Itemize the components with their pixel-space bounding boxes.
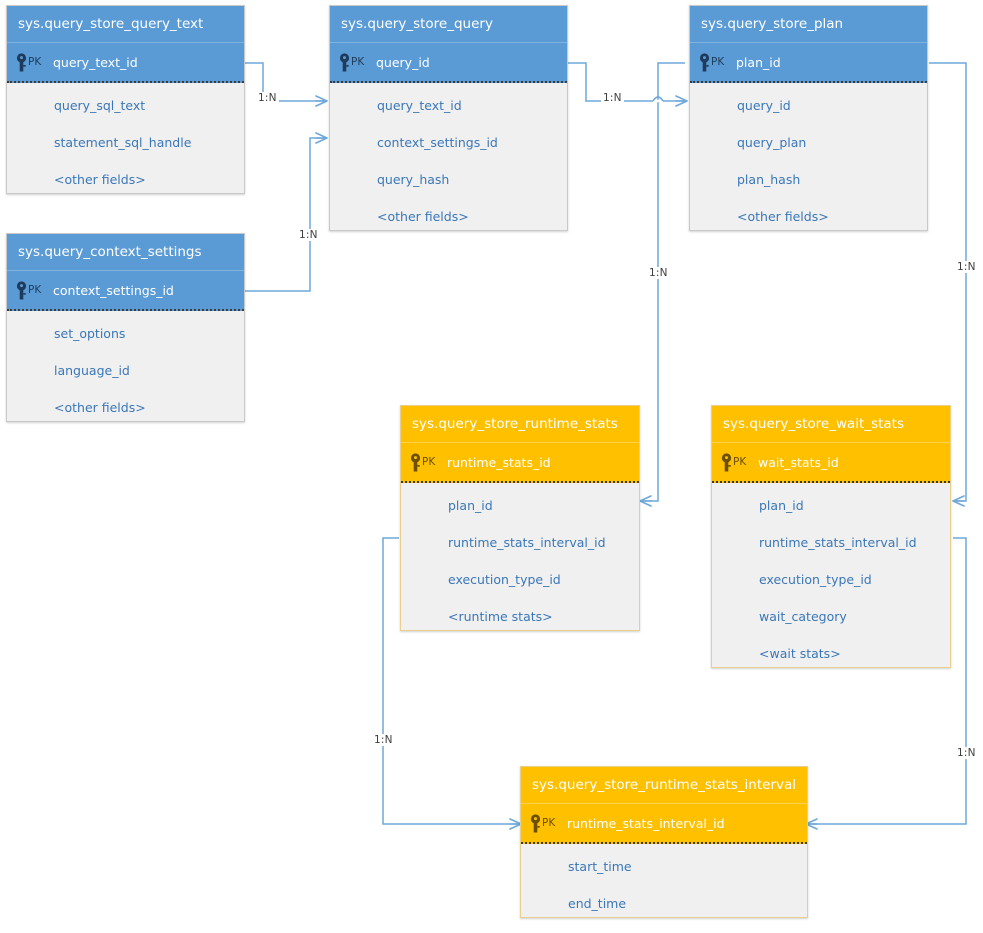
entity-title: sys.query_store_plan <box>690 6 927 43</box>
connector-plan-to-runtime-stats <box>642 62 685 502</box>
entity-field-list: query_id query_plan plan_hash <other fie… <box>690 83 927 241</box>
cardinality-label-interval-to-runtime-stats: 1:N <box>372 734 395 746</box>
field-row: <other fields> <box>54 400 146 415</box>
connector-line-hop-top <box>652 96 664 102</box>
cardinality-label-query-to-plan: 1:N <box>601 92 624 104</box>
connector-query-to-plan <box>568 62 685 102</box>
pk-field-name: wait_stats_id <box>758 454 839 470</box>
field-row: set_options <box>54 326 126 341</box>
connector-interval-to-runtime-stats <box>382 537 519 825</box>
cardinality-label-query-text-to-query: 1:N <box>256 92 279 104</box>
field-row: start_time <box>568 859 632 874</box>
entity-title: sys.query_store_query_text <box>7 6 244 43</box>
pk-field-name: query_id <box>376 54 430 70</box>
field-row: <runtime stats> <box>448 609 553 624</box>
entity-title: sys.query_context_settings <box>7 234 244 271</box>
pk-badge: PK <box>351 56 365 68</box>
field-row: query_plan <box>737 135 807 150</box>
field-row: query_id <box>737 98 791 113</box>
entity-title: sys.query_store_wait_stats <box>712 406 950 443</box>
connector-interval-to-wait-stats <box>808 537 967 825</box>
entity-field-list: plan_id runtime_stats_interval_id execut… <box>401 483 639 641</box>
entity-field-list: query_text_id context_settings_id query_… <box>330 83 567 241</box>
pk-badge: PK <box>733 456 747 468</box>
field-row: <other fields> <box>54 172 146 187</box>
field-row: <other fields> <box>377 209 469 224</box>
entity-title: sys.query_store_runtime_stats <box>401 406 639 443</box>
entity-query-store-runtime-stats[interactable]: sys.query_store_runtime_stats PK runtime… <box>400 405 640 631</box>
field-row: query_hash <box>377 172 450 187</box>
entity-primary-key-row[interactable]: PK query_text_id <box>7 43 244 83</box>
cardinality-label-plan-to-runtime-stats: 1:N <box>647 267 670 279</box>
key-icon: PK <box>712 452 756 472</box>
entity-title: sys.query_store_query <box>330 6 567 43</box>
pk-badge: PK <box>28 56 42 68</box>
entity-field-list: start_time end_time <box>521 844 807 928</box>
field-row: language_id <box>54 363 130 378</box>
key-icon: PK <box>401 452 445 472</box>
field-row: plan_hash <box>737 172 801 187</box>
pk-badge: PK <box>28 284 42 296</box>
entity-query-store-runtime-stats-interval[interactable]: sys.query_store_runtime_stats_interval P… <box>520 766 808 918</box>
pk-field-name: runtime_stats_interval_id <box>567 815 725 831</box>
cardinality-label-context-settings-to-query: 1:N <box>297 229 320 241</box>
entity-primary-key-row[interactable]: PK query_id <box>330 43 567 83</box>
field-row: execution_type_id <box>448 572 561 587</box>
key-icon: PK <box>521 813 565 833</box>
pk-badge: PK <box>711 56 725 68</box>
field-row: plan_id <box>759 498 804 513</box>
entity-query-store-query[interactable]: sys.query_store_query PK query_id query_… <box>329 5 568 231</box>
field-row: query_text_id <box>377 98 462 113</box>
pk-field-name: context_settings_id <box>53 282 174 298</box>
field-row: plan_id <box>448 498 493 513</box>
entity-title: sys.query_store_runtime_stats_interval <box>521 767 807 804</box>
key-icon: PK <box>330 52 374 72</box>
entity-primary-key-row[interactable]: PK plan_id <box>690 43 927 83</box>
cardinality-label-interval-to-wait-stats: 1:N <box>955 747 978 759</box>
key-icon: PK <box>690 52 734 72</box>
entity-field-list: set_options language_id <other fields> <box>7 311 244 432</box>
pk-field-name: query_text_id <box>53 54 138 70</box>
field-row: query_sql_text <box>54 98 146 113</box>
entity-query-store-query-text[interactable]: sys.query_store_query_text PK query_text… <box>6 5 245 194</box>
field-row: end_time <box>568 896 627 911</box>
entity-primary-key-row[interactable]: PK runtime_stats_interval_id <box>521 804 807 844</box>
connector-query-text-to-query <box>245 62 325 102</box>
entity-query-context-settings[interactable]: sys.query_context_settings PK context_se… <box>6 233 245 422</box>
entity-query-store-wait-stats[interactable]: sys.query_store_wait_stats PK wait_stats… <box>711 405 951 668</box>
cardinality-label-plan-to-wait-stats: 1:N <box>955 261 978 273</box>
field-row: runtime_stats_interval_id <box>759 535 917 550</box>
key-icon: PK <box>7 52 51 72</box>
connector-context-settings-to-query <box>245 137 325 292</box>
entity-field-list: query_sql_text statement_sql_handle <oth… <box>7 83 244 204</box>
field-row: wait_category <box>759 609 847 624</box>
field-row: <other fields> <box>737 209 829 224</box>
entity-primary-key-row[interactable]: PK wait_stats_id <box>712 443 950 483</box>
field-row: context_settings_id <box>377 135 498 150</box>
entity-primary-key-row[interactable]: PK runtime_stats_id <box>401 443 639 483</box>
entity-primary-key-row[interactable]: PK context_settings_id <box>7 271 244 311</box>
pk-field-name: runtime_stats_id <box>447 454 551 470</box>
key-icon: PK <box>7 280 51 300</box>
pk-badge: PK <box>422 456 436 468</box>
entity-query-store-plan[interactable]: sys.query_store_plan PK plan_id query_id… <box>689 5 928 231</box>
pk-field-name: plan_id <box>736 54 781 70</box>
field-row: runtime_stats_interval_id <box>448 535 606 550</box>
field-row: execution_type_id <box>759 572 872 587</box>
field-row: <wait stats> <box>759 646 841 661</box>
entity-field-list: plan_id runtime_stats_interval_id execut… <box>712 483 950 678</box>
pk-badge: PK <box>542 817 556 829</box>
field-row: statement_sql_handle <box>54 135 192 150</box>
